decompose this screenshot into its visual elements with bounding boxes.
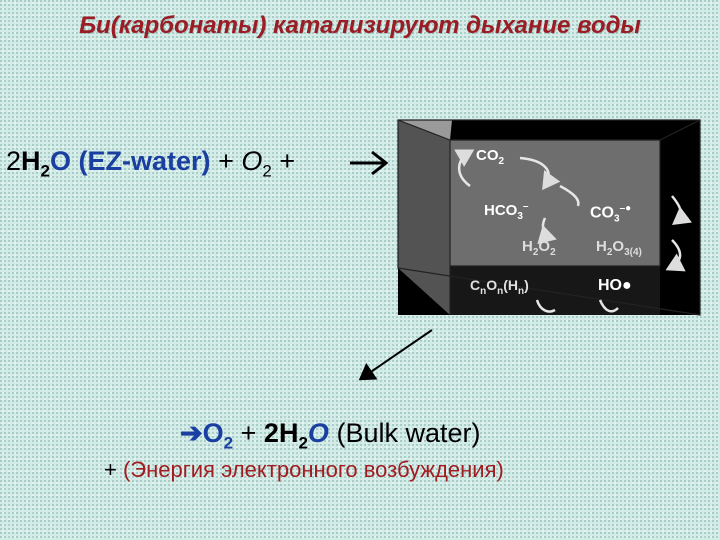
- note-text: (Энергия электронного возбуждения): [122, 457, 504, 482]
- eq-oxygen-sub: 2: [262, 161, 272, 181]
- label-co3-radical: CO3–●: [590, 203, 632, 225]
- bottom-plus: +: [240, 418, 257, 448]
- bottom-h: H: [278, 418, 299, 448]
- eq-plus-2: +: [279, 146, 296, 176]
- note-plus: +: [104, 457, 117, 482]
- box-edges: [397, 119, 701, 316]
- eq-ez-water: (EZ-water): [78, 146, 211, 176]
- bottom-oxygen: O: [202, 418, 224, 448]
- eq-h-sub: 2: [40, 161, 50, 181]
- label-h2o3: H2O3(4): [596, 238, 642, 258]
- label-cnon-hn: CnOn(Hn): [470, 277, 529, 297]
- bottom-o: O: [307, 418, 329, 448]
- cycle-arrows: [454, 149, 693, 313]
- eq-o: O: [50, 146, 72, 176]
- bottom-note: + (Энергия электронного возбуждения): [104, 457, 504, 483]
- box-side-face: [398, 120, 450, 315]
- label-co2: CO2: [476, 147, 505, 167]
- label-ho-radical: HO●: [598, 277, 632, 294]
- eq-oxygen: O: [241, 146, 263, 176]
- box-front-face: [450, 140, 660, 266]
- bottom-equation: ➔O2 + 2H2O (Bulk water): [180, 418, 480, 453]
- down-left-arrow-icon: [358, 329, 433, 381]
- label-h2o2: H2O2: [522, 238, 556, 258]
- bottom-oxygen-sub: 2: [223, 433, 234, 453]
- bottom-h-sub: 2: [298, 433, 308, 453]
- eq-coef: 2: [6, 146, 22, 176]
- bottom-arrow-icon: ➔: [180, 418, 203, 448]
- left-equation: 2H2O (EZ-water) + O2 +: [6, 146, 295, 181]
- eq-plus-1: +: [218, 146, 234, 176]
- bottom-bulk-water: (Bulk water): [336, 418, 481, 448]
- right-arrow-icon: [350, 150, 389, 176]
- box-bottom-face: [450, 266, 660, 315]
- slide-title: Би(карбонаты) катализируют дыхание воды: [79, 12, 641, 39]
- eq-h: H: [21, 146, 41, 176]
- label-hco3: HCO3–: [484, 201, 529, 222]
- bottom-coef: 2: [263, 418, 279, 448]
